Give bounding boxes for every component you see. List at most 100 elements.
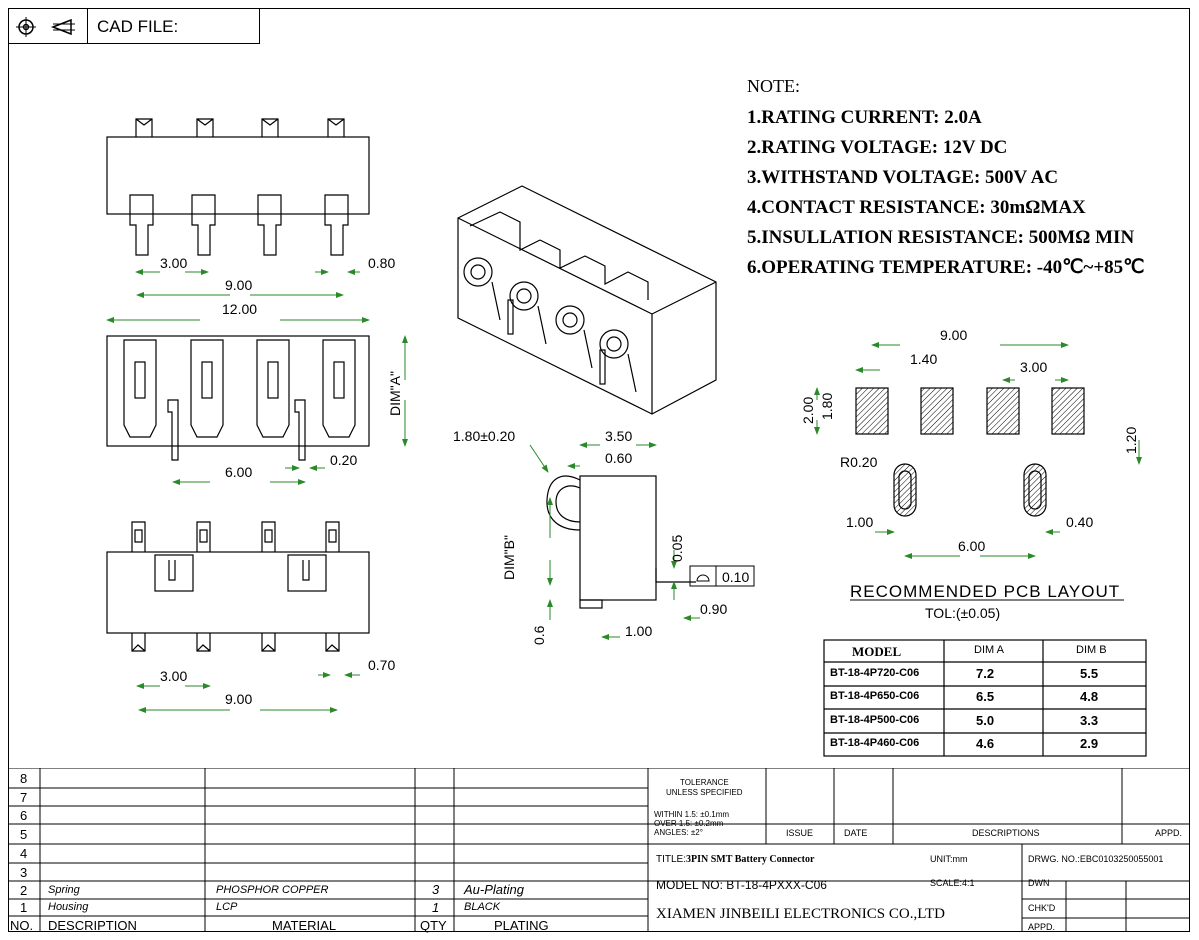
header-material: MATERIAL xyxy=(272,918,337,933)
dim-a-cell: 4.6 xyxy=(976,736,995,751)
tolerance-angles: ANGLES: ±2° xyxy=(654,828,703,837)
projection-symbol-icon xyxy=(16,17,75,37)
dim-side-tol: 0.10 xyxy=(722,569,749,585)
pcb-slot-pitch: 6.00 xyxy=(958,538,985,554)
dim-a-label: DIM"A" xyxy=(387,371,403,416)
note-item: 4.CONTACT RESISTANCE: 30mΩMAX xyxy=(747,197,1086,218)
bom-plating: BLACK xyxy=(464,901,501,913)
model-cell: BT-18-4P460-C06 xyxy=(830,737,920,749)
bom-block: 8 7 6 5 4 3 2 1 Spring PHOSPHOR COPPER 3… xyxy=(0,768,1199,940)
row-number: 8 xyxy=(20,771,28,786)
pcb-gap: 1.20 xyxy=(1123,427,1139,454)
row-number: 1 xyxy=(20,900,28,915)
pcb-pitch: 3.00 xyxy=(1020,359,1047,375)
bom-desc: Spring xyxy=(48,884,80,896)
pcb-span: 9.00 xyxy=(940,327,967,343)
note-item: 1.RATING CURRENT: 2.0A xyxy=(747,107,982,128)
title-label: TITLE:3PIN SMT Battery Connector xyxy=(656,854,815,865)
cad-header: CAD FILE: xyxy=(8,8,260,44)
dim-side-spring: 1.80±0.20 xyxy=(453,428,515,444)
bottom-view-pins xyxy=(131,521,340,652)
front-view-body xyxy=(106,335,370,447)
isometric-view xyxy=(457,185,717,415)
appd2-label: APPD. xyxy=(1028,922,1056,932)
pcb-caption: RECOMMENDED PCB LAYOUT xyxy=(850,582,1120,601)
row-number: 6 xyxy=(20,808,28,823)
dim-side-h: 0.6 xyxy=(531,625,547,645)
notes-block: NOTE: 1.RATING CURRENT: 2.0A 2.RATING VO… xyxy=(747,76,1187,283)
dim-mid-pin: 0.20 xyxy=(330,452,357,468)
dwn-label: DWN xyxy=(1028,878,1050,888)
bom-material: LCP xyxy=(216,901,238,913)
dim-side-pad: 0.90 xyxy=(700,601,727,617)
unit-label: UNIT:mm xyxy=(930,854,968,864)
tolerance-sub: UNLESS SPECIFIED xyxy=(666,788,743,797)
note-item: 6.OPERATING TEMPERATURE: -40℃~+85℃ xyxy=(747,257,1145,278)
title-block-grid xyxy=(8,768,1190,932)
pcb-layout xyxy=(855,387,1085,517)
row-number: 7 xyxy=(20,790,28,805)
date-label: DATE xyxy=(844,828,868,838)
dim-body-width: 12.00 xyxy=(222,301,257,317)
bom-material: PHOSPHOR COPPER xyxy=(216,884,329,896)
pcb-offset: 1.40 xyxy=(910,351,937,367)
scale-label: SCALE:4:1 xyxy=(930,878,975,888)
dim-b-label: DIM"B" xyxy=(501,535,517,580)
model-cell: BT-18-4P650-C06 xyxy=(830,690,920,702)
model-table-frame xyxy=(823,639,1147,757)
dim-b-cell: 2.9 xyxy=(1080,736,1099,751)
dim-side-flat: 0.05 xyxy=(669,535,685,562)
dim-a-header: DIM A xyxy=(974,644,1004,656)
pcb-h1: 2.00 xyxy=(800,397,816,424)
dim-top-pin: 0.80 xyxy=(368,255,395,271)
model-no: MODEL NO: BT-18-4PXXX-C06 xyxy=(656,878,827,892)
dim-top-span: 9.00 xyxy=(225,277,252,293)
dim-b-cell: 5.5 xyxy=(1080,666,1099,681)
dim-top-pitch: 3.00 xyxy=(160,255,187,271)
model-header: MODEL xyxy=(852,644,902,659)
top-view-body xyxy=(106,136,370,215)
bottom-view-body xyxy=(106,551,370,634)
note-item: 5.INSULLATION RESISTANCE: 500MΩ MIN xyxy=(747,227,1135,248)
drwg-label: DRWG. NO.:EBC0103250055001 xyxy=(1028,854,1164,864)
pcb-tolerance: TOL:(±0.05) xyxy=(925,605,1000,621)
note-item: 3.WITHSTAND VOLTAGE: 500V AC xyxy=(747,167,1059,188)
dim-mid-pitch: 6.00 xyxy=(225,464,252,480)
bom-qty: 3 xyxy=(432,882,440,897)
pcb-h2: 1.80 xyxy=(819,393,835,420)
dim-bot-span: 9.00 xyxy=(225,691,252,707)
header-plating: PLATING xyxy=(494,918,549,933)
connector-drawing: 3.00 9.00 0.80 12.00 DIM"A" 6.00 0.20 3.… xyxy=(106,118,1147,757)
dim-side-foot: 1.00 xyxy=(625,623,652,639)
dim-a-cell: 5.0 xyxy=(976,713,995,728)
chkd-label: CHK'D xyxy=(1028,903,1056,913)
top-view-pins xyxy=(129,118,349,256)
company-name: XIAMEN JINBEILI ELECTRONICS CO.,LTD xyxy=(656,906,946,922)
bom-desc: Housing xyxy=(48,901,89,913)
dim-bot-pin: 0.70 xyxy=(368,657,395,673)
appd-label: APPD. xyxy=(1155,828,1183,838)
model-cell: BT-18-4P500-C06 xyxy=(830,714,920,726)
tolerance-title: TOLERANCE xyxy=(680,778,729,787)
note-item: 2.RATING VOLTAGE: 12V DC xyxy=(747,137,1008,158)
pcb-slot-w: 1.00 xyxy=(846,514,873,530)
dim-b-header: DIM B xyxy=(1076,644,1107,656)
row-number: 5 xyxy=(20,827,28,842)
flatness-callout xyxy=(689,565,755,587)
issue-label: ISSUE xyxy=(786,828,814,838)
row-number: 2 xyxy=(20,883,28,898)
bom-qty: 1 xyxy=(432,900,440,915)
dim-b-cell: 3.3 xyxy=(1080,713,1099,728)
cad-file-label: CAD FILE: xyxy=(97,17,179,36)
pcb-radius: R0.20 xyxy=(840,454,878,470)
dim-bot-pitch: 3.00 xyxy=(160,668,187,684)
dim-side-inner: 0.60 xyxy=(605,450,632,466)
dim-b-cell: 4.8 xyxy=(1080,689,1099,704)
dim-side-width: 3.50 xyxy=(605,428,632,444)
row-number: 3 xyxy=(20,865,28,880)
header-no: NO. xyxy=(10,918,34,933)
title-value: 3PIN SMT Battery Connector xyxy=(686,854,815,865)
front-view-contacts xyxy=(123,339,356,461)
tolerance-over: OVER 1.5: ±0.2mm xyxy=(654,819,724,828)
tolerance-within: WITHIN 1.5: ±0.1mm xyxy=(654,810,730,819)
